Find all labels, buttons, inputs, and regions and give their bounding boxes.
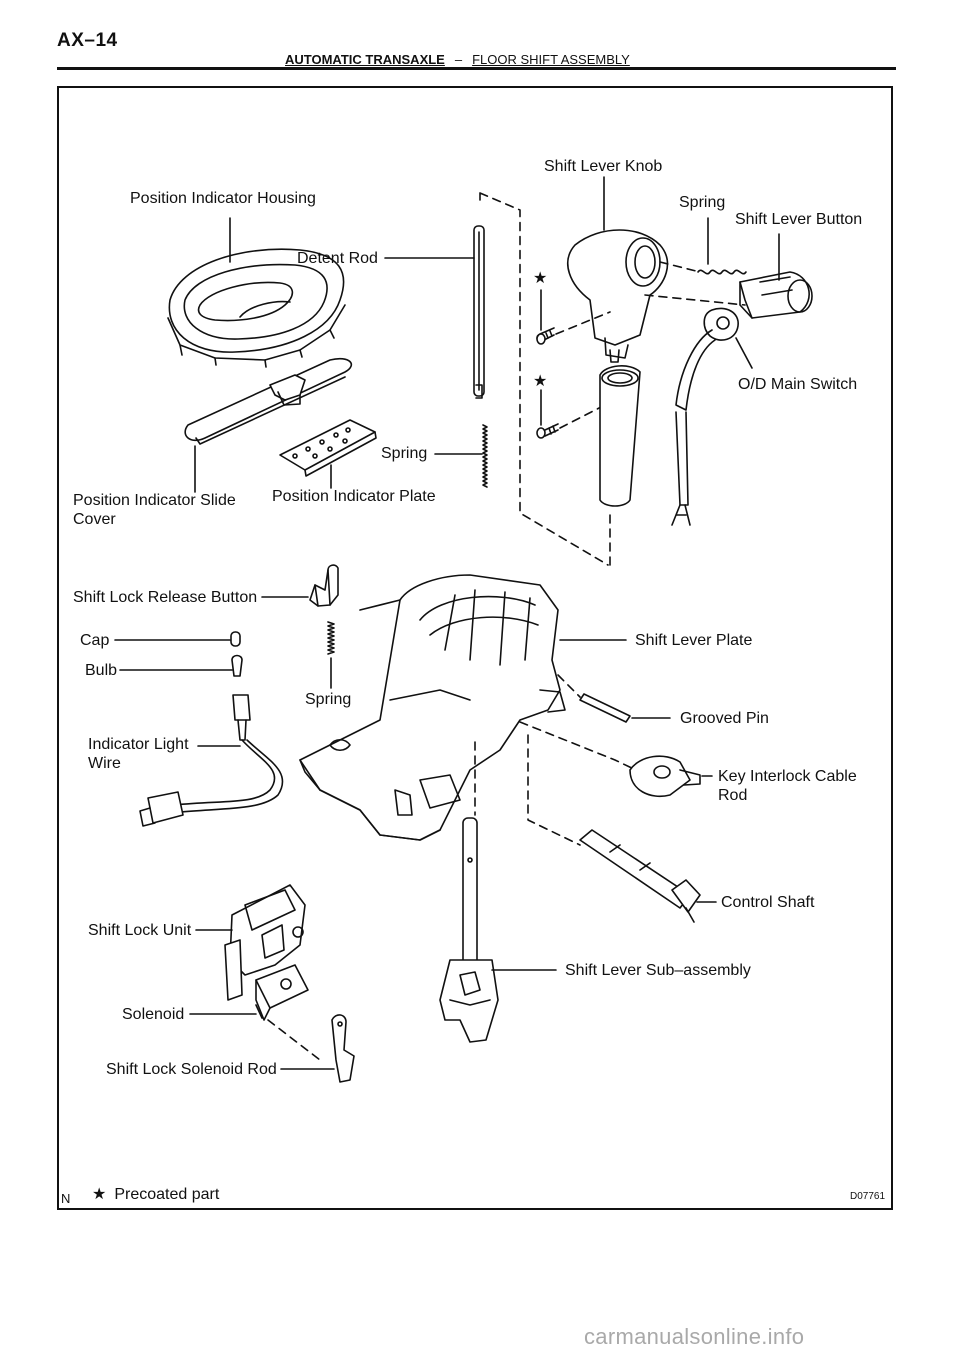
knob-screw-upper-drawing	[536, 327, 555, 345]
header-rule	[57, 67, 896, 70]
indicator-light-wire-drawing	[139, 694, 284, 827]
button-spring-drawing	[697, 269, 747, 275]
solenoid-drawing	[255, 964, 309, 1021]
label-od-main-switch: O/D Main Switch	[738, 376, 858, 393]
shift-lock-solenoid-rod-drawing	[331, 1014, 355, 1083]
diagram-frame	[57, 86, 893, 1210]
detent-spring-drawing	[482, 424, 488, 488]
release-spring-drawing	[327, 621, 335, 655]
knob-sleeve-drawing	[599, 365, 641, 507]
bulb-drawing	[231, 654, 243, 677]
precoated-star-upper: ★	[533, 270, 548, 287]
label-position-indicator-housing: Position Indicator Housing	[130, 190, 316, 207]
label-detent-rod: Detent Rod	[297, 250, 378, 267]
label-position-indicator-plate: Position Indicator Plate	[272, 488, 436, 505]
label-spring-low: Spring	[305, 691, 352, 708]
shift-lever-sub-assembly-drawing	[439, 817, 499, 1043]
shift-lever-button-drawing	[739, 271, 813, 319]
grooved-pin-drawing	[579, 693, 631, 723]
label-grooved-pin: Grooved Pin	[680, 710, 769, 727]
control-shaft-drawing	[579, 829, 701, 923]
knob-screw-lower-drawing	[536, 423, 559, 439]
figure-code: D07761	[850, 1191, 886, 1202]
position-indicator-slide-cover-drawing	[184, 357, 353, 445]
shift-lock-unit-drawing	[224, 884, 306, 1001]
legend-star: ★	[92, 1186, 107, 1203]
watermark: carmanualsonline.info	[584, 1324, 805, 1349]
label-control-shaft: Control Shaft	[721, 894, 815, 911]
label-cap: Cap	[80, 632, 110, 649]
label-shift-lock-release-button: Shift Lock Release Button	[73, 589, 258, 606]
legend-text: Precoated part	[114, 1186, 220, 1203]
label-solenoid: Solenoid	[122, 1006, 185, 1023]
legend: ★ Precoated part	[92, 1184, 219, 1204]
label-bulb: Bulb	[85, 662, 118, 679]
label-key-interlock-cable-rod: Key Interlock Cable Rod	[718, 768, 857, 804]
shift-lock-release-button-drawing	[309, 564, 339, 607]
label-shift-lever-knob: Shift Lever Knob	[544, 158, 663, 175]
shift-lever-plate-drawing	[299, 574, 566, 841]
label-shift-lever-button: Shift Lever Button	[735, 211, 863, 228]
detent-rod-drawing	[473, 225, 485, 399]
position-indicator-plate-drawing	[279, 419, 377, 477]
label-shift-lock-solenoid-rod: Shift Lock Solenoid Rod	[106, 1061, 277, 1078]
section-title: AUTOMATIC TRANSAXLE	[285, 52, 445, 67]
label-position-indicator-slide-cover: Position Indicator Slide Cover	[73, 492, 236, 528]
label-indicator-light-wire: Indicator Light Wire	[88, 736, 189, 772]
label-shift-lever-plate: Shift Lever Plate	[635, 632, 753, 649]
precoated-star-lower: ★	[533, 373, 548, 390]
page-code: AX–14	[57, 30, 118, 51]
cap-drawing	[230, 631, 241, 647]
header-title: AUTOMATIC TRANSAXLE–FLOOR SHIFT ASSEMBLY	[285, 52, 630, 67]
label-shift-lever-sub-assembly: Shift Lever Sub–assembly	[565, 962, 751, 979]
subsection-title: FLOOR SHIFT ASSEMBLY	[472, 52, 630, 67]
label-shift-lock-unit: Shift Lock Unit	[88, 922, 192, 939]
corner-mark: N	[61, 1191, 71, 1206]
label-spring-top: Spring	[679, 194, 726, 211]
key-interlock-cable-rod-drawing	[629, 755, 701, 797]
label-spring-mid: Spring	[381, 445, 428, 462]
knob-assembly-dashed-guide	[479, 192, 609, 566]
shift-lever-knob-drawing	[566, 229, 669, 363]
title-separator: –	[454, 52, 463, 67]
position-indicator-housing-drawing	[167, 248, 346, 368]
od-main-switch-drawing	[671, 307, 739, 526]
